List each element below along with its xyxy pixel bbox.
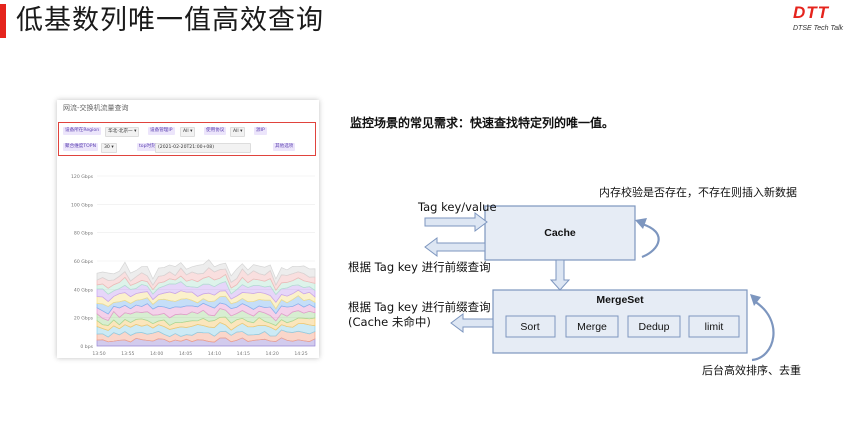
mergeset-query-label: 根据 Tag key 进行前缀查询 xyxy=(348,300,491,314)
mergeset-query-note: (Cache 未命中) xyxy=(348,315,431,329)
chart-y-tick: 80 Gbps xyxy=(74,231,94,237)
chart-y-tick: 0 bps xyxy=(80,344,93,350)
cache-loop-arrowhead xyxy=(635,218,647,229)
slide-title: 低基数列唯一值高效查询 xyxy=(16,5,324,36)
chart-x-tick: 14:25 xyxy=(294,351,307,357)
dashboard-title: 网流-交换机流量查询 xyxy=(63,104,129,112)
step-dedup-label: Dedup xyxy=(639,321,670,333)
mergeset-loop-arrowhead xyxy=(750,294,761,306)
input-arrow-right xyxy=(424,212,488,232)
chart-x-tick: 14:10 xyxy=(208,351,221,357)
cache-query-label: 根据 Tag key 进行前缀查询 xyxy=(348,260,491,274)
input-label: Tag key/value xyxy=(418,200,497,214)
cache-result-arrow-left xyxy=(424,237,486,257)
traffic-area-chart: 120 Gbps 100 Gbps 80 Gbps 60 Gbps 40 Gbps 20 … xyxy=(71,174,316,357)
mergeset-loop-label: 后台高效排序、去重 xyxy=(702,364,801,377)
mergeset-result-arrow-left xyxy=(450,313,494,333)
chart-y-tick: 60 Gbps xyxy=(74,259,94,265)
cache-to-mergeset-arrow-down xyxy=(549,259,571,291)
logo-tagline: DTSE Tech Talk xyxy=(793,25,844,32)
chart-y-tick: 120 Gbps xyxy=(71,174,94,180)
step-limit: limit xyxy=(688,315,740,338)
filter-label-src-ip: 源IP xyxy=(254,127,267,135)
chart-x-tick: 14:15 xyxy=(237,351,250,357)
chart-x-tick: 13:55 xyxy=(121,351,134,357)
filter-select-protocol[interactable]: All ▾ xyxy=(230,127,246,137)
filter-label-topn: 聚合维度TOPN xyxy=(63,143,99,151)
dtt-logo: DTT DTSE Tech Talk xyxy=(793,4,855,38)
step-sort-label: Sort xyxy=(520,321,539,333)
filter-label-protocol: 使用协议 xyxy=(204,127,227,135)
chart-x-tick: 14:20 xyxy=(266,351,279,357)
cache-loop-label: 内存校验是否存在，不存在则插入新数据 xyxy=(599,186,797,199)
filter-select-region[interactable]: 华北-北京一 ▾ xyxy=(105,127,140,137)
cache-loop-arrow xyxy=(641,222,660,259)
filter-select-mgmt-ip[interactable]: All ▾ xyxy=(180,127,196,137)
filter-label-region: 设备所在Region xyxy=(63,127,102,135)
filter-bar: 设备所在Region 华北-北京一 ▾ 设备管理IP All ▾ 使用协议 Al… xyxy=(58,122,316,156)
unique-value-query-diagram: Cache MergeSet Sort Merge Dedup limit xyxy=(330,100,860,390)
chart-series-area xyxy=(96,259,316,287)
chart-y-tick: 20 Gbps xyxy=(74,316,94,322)
mergeset-loop-arrow xyxy=(751,300,775,362)
chart-y-tick: 100 Gbps xyxy=(71,202,94,208)
filter-label-top-time: top时刻 xyxy=(137,143,158,151)
step-sort: Sort xyxy=(505,315,556,338)
traffic-dashboard-panel: 网流-交换机流量查询 设备所在Region 华北-北京一 ▾ 设备管理IP Al… xyxy=(57,100,319,358)
logo-brand: DTT xyxy=(793,3,830,22)
filter-label-mgmt-ip: 设备管理IP xyxy=(148,127,175,135)
chart-x-tick: 14:05 xyxy=(179,351,192,357)
step-merge-label: Merge xyxy=(577,321,607,333)
filter-input-top-time[interactable]: (2021-02-20T21:00+08) xyxy=(155,143,251,153)
step-merge: Merge xyxy=(565,315,619,338)
filter-select-topn[interactable]: 30 ▾ xyxy=(101,143,117,153)
chart-y-tick: 40 Gbps xyxy=(74,287,94,293)
chart-x-tick: 13:50 xyxy=(92,351,105,357)
diagram-heading: 监控场景的常见需求：快速查找特定列的唯一值。 xyxy=(350,116,615,130)
step-dedup: Dedup xyxy=(627,315,681,338)
cache-box-label: Cache xyxy=(544,227,576,239)
mergeset-box-label: MergeSet xyxy=(596,294,644,306)
chart-x-tick: 14:00 xyxy=(150,351,163,357)
cache-box xyxy=(484,205,636,261)
diagram-shapes: Cache MergeSet Sort Merge Dedup limit xyxy=(424,205,775,362)
step-limit-label: limit xyxy=(705,321,724,333)
filter-label-other: 其他选项 xyxy=(273,143,296,151)
title-accent-bar xyxy=(0,4,6,38)
